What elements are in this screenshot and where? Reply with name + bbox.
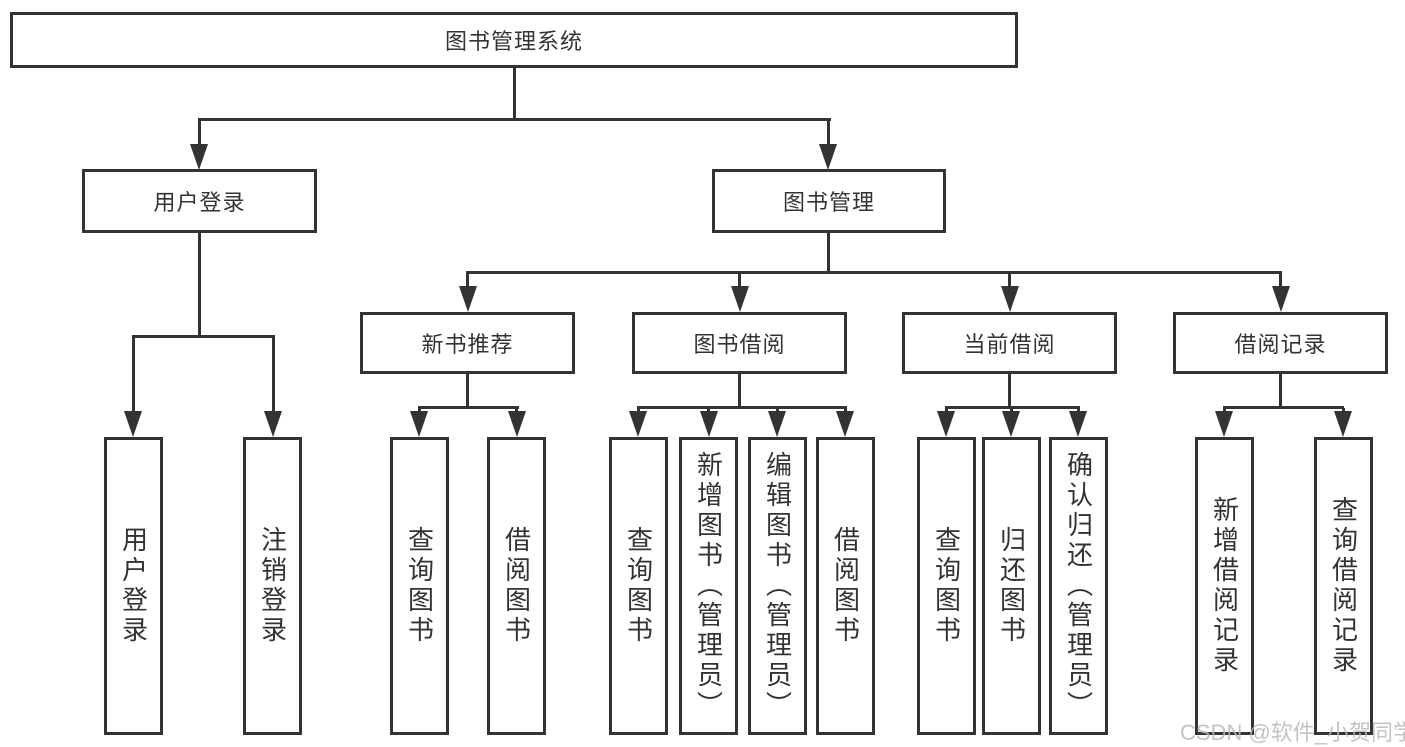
arrowhead-icon (264, 411, 282, 437)
arrowhead-icon (629, 411, 647, 437)
node-current-borrowing-label: 当前借阅 (963, 332, 1056, 357)
leaf-bb-query-books: 查询图书 (609, 437, 668, 735)
connector (466, 374, 469, 408)
leaf-logout: 注销登录 (243, 437, 302, 735)
leaf-nb-query-books-label: 查询图书 (404, 526, 435, 646)
arrowhead-icon (836, 411, 854, 437)
leaf-bb-add-books-admin: 新增图书（管理员） (679, 437, 738, 735)
node-book-borrowing: 图书借阅 (632, 312, 847, 374)
leaf-user-login-label: 用户登录 (118, 526, 149, 646)
leaf-bb-query-books-label: 查询图书 (623, 526, 654, 646)
leaf-nb-borrow-books-label: 借阅图书 (501, 526, 532, 646)
arrowhead-icon (1002, 411, 1020, 437)
node-library-system: 图书管理系统 (10, 12, 1018, 68)
leaf-cb-confirm-return-admin: 确认归还（管理员） (1049, 437, 1108, 735)
node-new-book-recommend: 新书推荐 (360, 312, 575, 374)
arrowhead-icon (410, 411, 428, 437)
connector (1279, 374, 1282, 408)
node-library-system-label: 图书管理系统 (444, 29, 583, 54)
connector (945, 406, 1080, 409)
connector (132, 337, 135, 414)
leaf-cb-return-books: 归还图书 (982, 437, 1041, 735)
arrowhead-icon (190, 144, 208, 170)
leaf-user-login: 用户登录 (104, 437, 163, 735)
connector (827, 120, 830, 147)
node-book-management: 图书管理 (712, 169, 946, 233)
arrowhead-icon (700, 411, 718, 437)
connector (418, 406, 519, 409)
connector (738, 273, 741, 289)
leaf-br-add-record-label: 新增借阅记录 (1209, 496, 1240, 676)
leaf-nb-borrow-books: 借阅图书 (487, 437, 546, 735)
arrowhead-icon (1215, 411, 1233, 437)
arrowhead-icon (937, 411, 955, 437)
connector (272, 337, 275, 414)
connector (827, 233, 830, 273)
leaf-bb-edit-books-admin: 编辑图书（管理员） (748, 437, 807, 735)
connector (513, 68, 516, 121)
node-book-management-label: 图书管理 (782, 190, 875, 215)
node-borrow-records: 借阅记录 (1173, 312, 1388, 374)
leaf-br-add-record: 新增借阅记录 (1195, 437, 1254, 735)
leaf-cb-query-books-label: 查询图书 (931, 526, 962, 646)
arrowhead-icon (731, 286, 749, 312)
leaf-br-query-record-label: 查询借阅记录 (1328, 496, 1359, 676)
connector (466, 271, 1282, 274)
csdn-watermark: CSDN @软件_小贺同学 (1180, 720, 1405, 745)
arrowhead-icon (768, 411, 786, 437)
leaf-logout-label: 注销登录 (257, 526, 288, 646)
connector (198, 120, 201, 147)
leaf-nb-query-books: 查询图书 (390, 437, 449, 735)
connector (738, 374, 741, 408)
arrowhead-icon (508, 411, 526, 437)
connector (198, 118, 831, 121)
arrowhead-icon (459, 286, 477, 312)
arrowhead-icon (1334, 411, 1352, 437)
node-borrow-records-label: 借阅记录 (1234, 332, 1327, 357)
connector (132, 335, 275, 338)
connector (1223, 406, 1344, 409)
leaf-bb-borrow-books-label: 借阅图书 (830, 526, 861, 646)
arrowhead-icon (1069, 411, 1087, 437)
connector (637, 406, 847, 409)
leaf-cb-query-books: 查询图书 (917, 437, 976, 735)
arrowhead-icon (819, 144, 837, 170)
leaf-cb-return-books-label: 归还图书 (996, 526, 1027, 646)
arrowhead-icon (1272, 286, 1290, 312)
connector (1279, 273, 1282, 289)
leaf-bb-borrow-books: 借阅图书 (816, 437, 875, 735)
leaf-bb-add-books-admin-label: 新增图书（管理员） (693, 451, 724, 721)
leaf-bb-edit-books-admin-label: 编辑图书（管理员） (762, 451, 793, 721)
node-user-login-label: 用户登录 (153, 190, 246, 215)
node-new-book-recommend-label: 新书推荐 (421, 332, 514, 357)
arrowhead-icon (1001, 286, 1019, 312)
connector (466, 273, 469, 289)
arrowhead-icon (124, 411, 142, 437)
connector (1008, 273, 1011, 289)
node-current-borrowing: 当前借阅 (902, 312, 1117, 374)
leaf-cb-confirm-return-admin-label: 确认归还（管理员） (1063, 451, 1094, 721)
node-user-login: 用户登录 (82, 169, 317, 233)
leaf-br-query-record: 查询借阅记录 (1314, 437, 1373, 735)
connector (198, 233, 201, 337)
connector (1008, 374, 1011, 408)
node-book-borrowing-label: 图书借阅 (693, 332, 786, 357)
